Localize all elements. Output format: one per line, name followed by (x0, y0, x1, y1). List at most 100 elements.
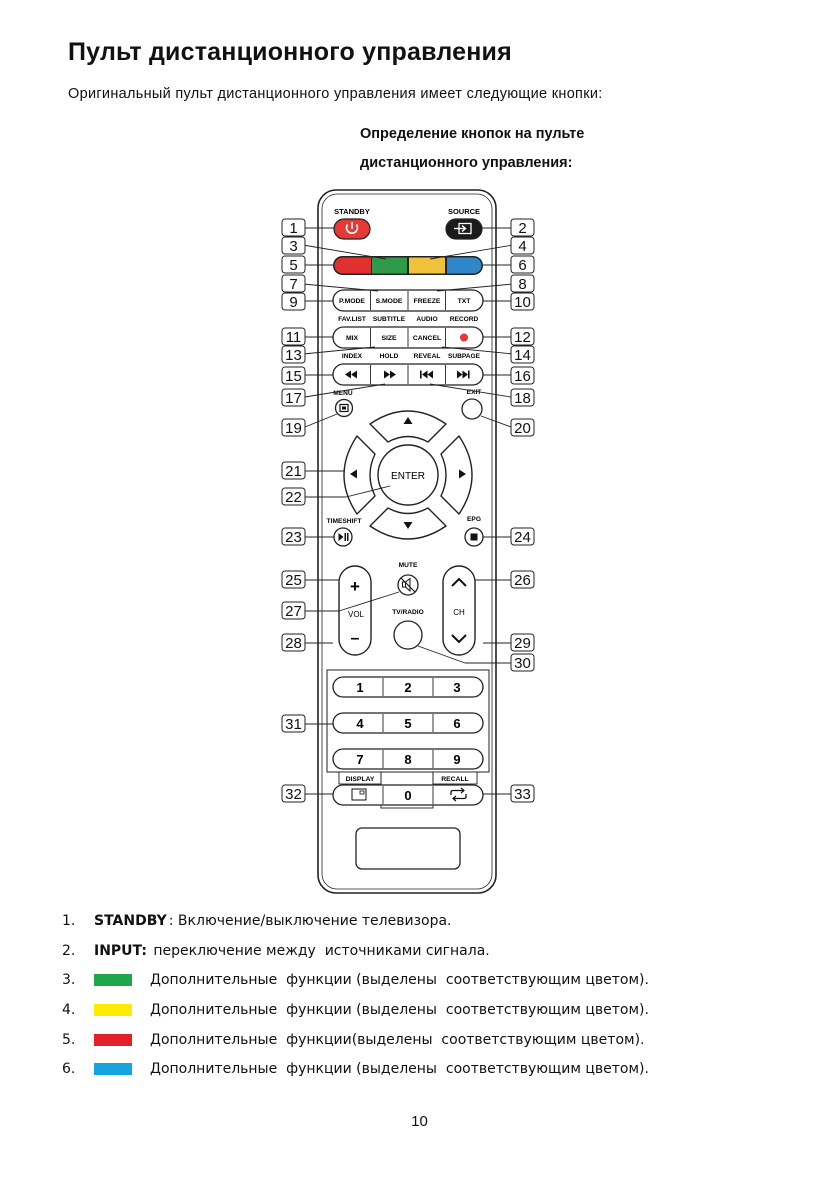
mix-button[interactable]: MIX (346, 335, 359, 342)
mute-label: MUTE (399, 562, 418, 569)
left-button[interactable] (343, 435, 376, 515)
mute-button[interactable] (397, 574, 419, 596)
legend-number: 1. (62, 912, 76, 929)
recall-icon (450, 787, 467, 802)
left-arrow-icon (350, 469, 357, 479)
enter-button[interactable] (377, 444, 439, 506)
callout-33: 33 (514, 786, 531, 803)
legend-item-5: 5. Дополнительные функции(выделены соотв… (62, 1025, 649, 1055)
legend-item-2: 2. INPUT: переключение между источниками… (62, 936, 649, 966)
display-button[interactable] (351, 788, 367, 801)
callout-15: 15 (285, 368, 302, 385)
recall-button[interactable] (450, 787, 467, 802)
hold-label: HOLD (380, 353, 399, 360)
tvradio-button[interactable] (393, 620, 423, 650)
standby-button[interactable] (333, 218, 371, 240)
display-icon (351, 788, 367, 801)
callout-16: 16 (514, 368, 531, 385)
legend-number: 4. (62, 1001, 76, 1018)
digit-5-button[interactable]: 5 (404, 716, 411, 731)
rewind-icon[interactable] (345, 370, 357, 379)
legend-text: Дополнительные функции (выделены соответ… (150, 1001, 649, 1018)
up-button[interactable] (369, 410, 447, 443)
digit-9-button[interactable]: 9 (453, 752, 460, 767)
callout-lines (302, 227, 514, 795)
digit-3-button[interactable]: 3 (453, 680, 460, 695)
menu-icon (339, 403, 349, 413)
callout-12: 12 (514, 329, 531, 346)
callout-27: 27 (285, 603, 302, 620)
input-icon (454, 222, 472, 235)
callout-32: 32 (285, 786, 302, 803)
freeze-button[interactable]: FREEZE (414, 298, 441, 305)
digit-4-button[interactable]: 4 (356, 716, 364, 731)
pmode-button[interactable]: P.MODE (339, 298, 365, 305)
volume-down-icon[interactable]: – (351, 630, 360, 647)
page-title: Пульт дистанционного управления (68, 38, 512, 66)
legend-text: переключение между источниками сигнала. (148, 942, 490, 959)
callouts-right (510, 218, 535, 803)
callout-20: 20 (514, 420, 531, 437)
channel-up-icon[interactable] (451, 577, 467, 587)
yellow-button[interactable] (409, 257, 445, 274)
volume-up-icon[interactable]: + (350, 577, 360, 596)
callout-21: 21 (285, 463, 302, 480)
legend-item-1: 1. STANDBY: Включение/выключение телевиз… (62, 906, 649, 936)
next-icon[interactable] (457, 370, 470, 379)
channel-rocker[interactable]: CH (442, 565, 476, 656)
index-label: INDEX (342, 353, 363, 360)
digit-1-button[interactable]: 1 (356, 680, 363, 695)
exit-button[interactable] (461, 398, 483, 420)
callout-25: 25 (285, 572, 302, 589)
epg-button[interactable] (464, 527, 484, 547)
digit-0-button[interactable]: 0 (404, 788, 411, 803)
digit-8-button[interactable]: 8 (404, 752, 411, 767)
callout-7: 7 (289, 276, 297, 293)
record-icon[interactable] (460, 333, 468, 342)
digit-6-button[interactable]: 6 (453, 716, 460, 731)
page-number: 10 (411, 1113, 428, 1130)
blue-button[interactable] (447, 257, 482, 274)
channel-down-icon[interactable] (451, 634, 467, 644)
menu-button[interactable] (334, 398, 354, 418)
volume-rocker[interactable]: + VOL – (338, 565, 372, 656)
legend-number: 6. (62, 1061, 76, 1078)
red-swatch (94, 1033, 132, 1046)
callout-30: 30 (514, 655, 531, 672)
tvradio-label: TV/RADIO (392, 609, 424, 616)
right-arrow-icon (459, 469, 466, 479)
callout-8: 8 (518, 276, 526, 293)
enter-label: ENTER (391, 471, 425, 482)
digit-7-button[interactable]: 7 (356, 752, 363, 767)
right-button[interactable] (440, 435, 473, 515)
favlist-label: FAV.LIST (338, 316, 366, 323)
green-button[interactable] (372, 257, 407, 274)
size-button[interactable]: SIZE (381, 335, 397, 342)
dpad: ENTER (343, 410, 473, 540)
standby-label: STANDBY (334, 207, 370, 216)
source-button[interactable] (445, 218, 483, 240)
callout-18: 18 (514, 390, 531, 407)
color-buttons (333, 256, 483, 275)
display-label: DISPLAY (346, 776, 375, 783)
down-arrow-icon (403, 522, 413, 529)
up-arrow-icon (403, 417, 413, 424)
callout-5: 5 (289, 257, 297, 274)
cancel-button[interactable]: CANCEL (413, 335, 441, 342)
timeshift-button[interactable] (333, 527, 353, 547)
numpad-row-1 (332, 676, 484, 698)
remote-body-inner (321, 193, 493, 890)
digit-2-button[interactable]: 2 (404, 680, 411, 695)
callout-2: 2 (518, 220, 526, 237)
fast-forward-icon[interactable] (384, 370, 396, 379)
callout-22: 22 (285, 489, 302, 506)
timeshift-label: TIMESHIFT (327, 518, 362, 525)
txt-button[interactable]: TXT (458, 298, 472, 305)
callout-4: 4 (518, 238, 526, 255)
legend-number: 3. (62, 972, 76, 989)
previous-icon[interactable] (420, 370, 433, 379)
callout-3: 3 (289, 238, 297, 255)
smode-button[interactable]: S.MODE (376, 298, 403, 305)
green-swatch (94, 974, 132, 987)
reveal-label: REVEAL (414, 353, 441, 360)
